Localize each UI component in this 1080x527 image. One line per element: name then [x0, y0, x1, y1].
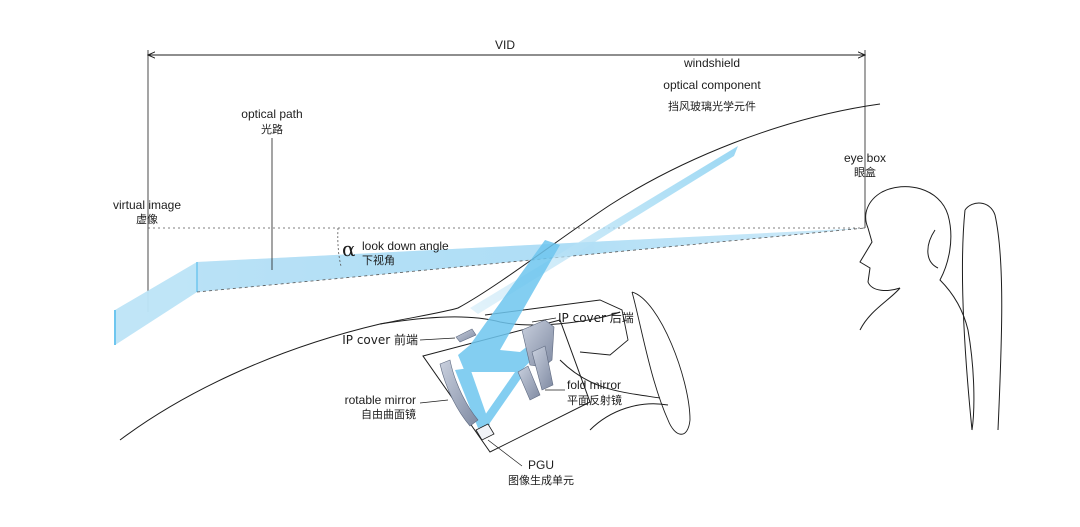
fold-mirror-part-2 — [531, 345, 554, 391]
look-down-line — [196, 227, 866, 293]
rotable-mirror-leader — [419, 399, 449, 404]
optical-component-label: optical component — [663, 78, 761, 92]
driver-figure — [859, 186, 1003, 431]
virtual-image-cn-label: 虚像 — [136, 213, 158, 226]
ip-cover-front-part — [455, 328, 477, 343]
pgu-part — [475, 423, 495, 441]
virtual-image-label: virtual image — [112, 198, 182, 212]
pgu-leader — [487, 439, 523, 467]
rotable-mirror-part — [439, 359, 479, 427]
optical-path-label: optical path — [241, 107, 303, 121]
pgu-label: PGU — [527, 458, 555, 472]
optical-path-cn-label: 光路 — [261, 123, 283, 136]
ip-cover-rear-label: IP cover 后端 — [558, 311, 634, 325]
internal-beam — [455, 240, 560, 430]
eye-box-cn-label: 眼盒 — [854, 166, 876, 179]
vid-label: VID — [494, 38, 516, 52]
alpha-symbol: α — [342, 237, 356, 261]
car-outline — [119, 103, 881, 441]
look-down-angle-label: look down angle — [362, 239, 449, 253]
vid-dimension — [148, 50, 865, 312]
pgu-cn-label: 图像生成单元 — [508, 474, 574, 487]
ip-cover-front-label: IP cover 前端 — [342, 333, 418, 347]
fold-mirror-cn-label: 平面反射镜 — [567, 394, 622, 407]
windshield-label: windshield — [683, 56, 741, 70]
ip-cover-rear-leader — [531, 317, 557, 323]
rotable-mirror-cn-label: 自由曲面镜 — [361, 408, 416, 421]
fold-mirror-label: fold mirror — [567, 378, 622, 392]
rotable-mirror-label: rotable mirror — [344, 393, 416, 407]
angle-arc — [337, 227, 342, 267]
eye-box-label: eye box — [843, 151, 887, 165]
fold-mirror-part — [517, 365, 541, 401]
optical-component-cn-label: 挡风玻璃光学元件 — [668, 100, 756, 113]
look-down-angle-cn-label: 下视角 — [362, 254, 395, 267]
ip-cover-front-leader — [419, 337, 456, 341]
